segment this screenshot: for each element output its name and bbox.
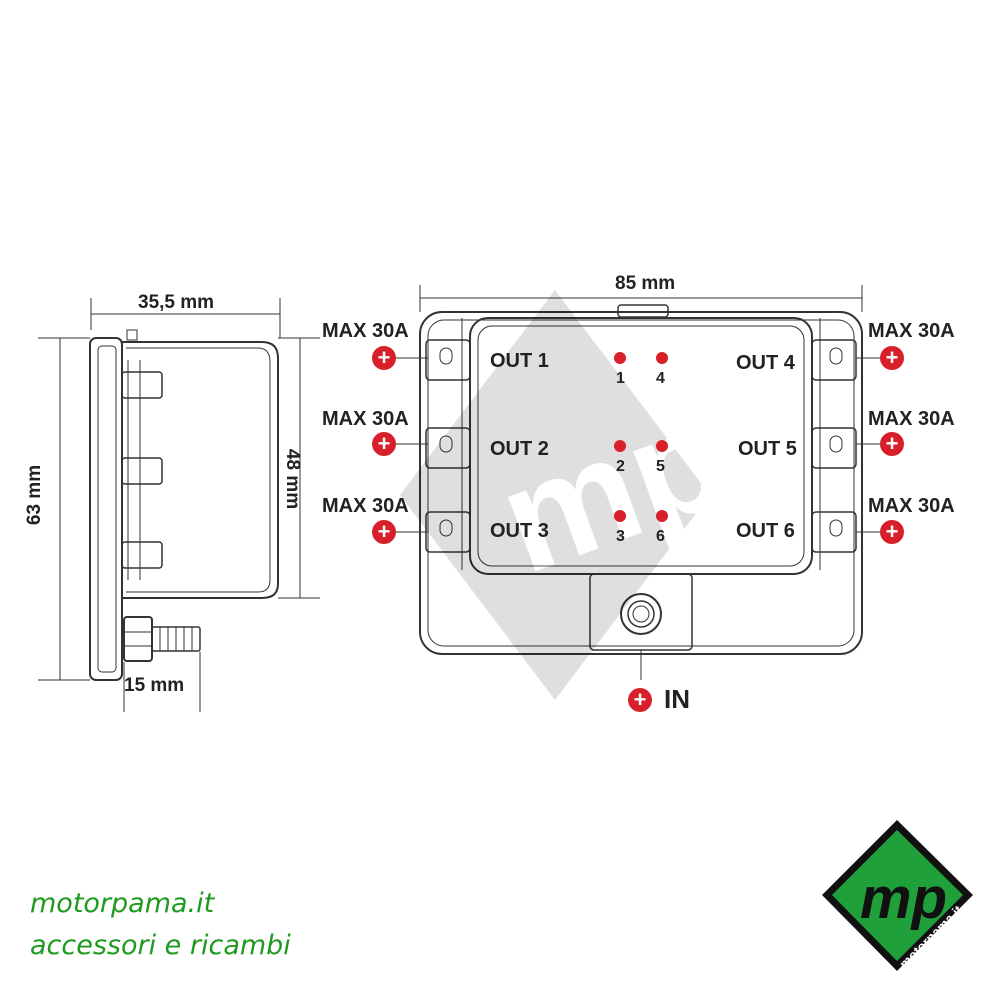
output-label-6: OUT 6	[736, 520, 795, 542]
body-height-dimension: 48 mm	[282, 448, 304, 510]
input-label: IN	[664, 684, 690, 714]
svg-text:mp: mp	[860, 866, 947, 931]
plus-icon: +	[372, 346, 396, 370]
plus-icon: +	[372, 432, 396, 456]
rating-label-out6: MAX 30A	[868, 495, 955, 517]
footer-tagline: accessori e ricambi	[30, 930, 291, 961]
depth-dimension: 35,5 mm	[138, 292, 215, 313]
fuse-number-3: 3	[616, 528, 625, 545]
plus-icon: +	[628, 688, 652, 712]
fuse-led-1	[614, 352, 626, 364]
fuse-number-5: 5	[656, 458, 665, 475]
output-label-1: OUT 1	[490, 350, 549, 372]
footer-site: motorpama.it	[30, 888, 215, 919]
front-view	[396, 285, 882, 680]
brand-logo: mp motorpama.it	[822, 820, 973, 971]
plus-icon: +	[880, 346, 904, 370]
plus-icon: +	[880, 432, 904, 456]
rating-label-out4: MAX 30A	[868, 320, 955, 342]
stud-length-dimension: 15 mm	[124, 675, 185, 696]
rating-label-out3: MAX 30A	[322, 495, 409, 517]
fuse-number-1: 1	[616, 370, 625, 387]
rating-label-out1: MAX 30A	[322, 320, 409, 342]
fuse-led-4	[656, 352, 668, 364]
fuse-number-4: 4	[656, 370, 665, 387]
fuse-number-2: 2	[616, 458, 625, 475]
output-label-3: OUT 3	[490, 520, 549, 542]
fuse-led-5	[656, 440, 668, 452]
rating-label-out5: MAX 30A	[868, 408, 955, 430]
fuse-led-6	[656, 510, 668, 522]
output-label-4: OUT 4	[736, 352, 795, 374]
output-label-2: OUT 2	[490, 438, 549, 460]
watermark-logo: mp	[400, 290, 710, 700]
fuse-number-6: 6	[656, 528, 665, 545]
side-view	[38, 298, 320, 712]
plus-icon: +	[372, 520, 396, 544]
width-dimension: 85 mm	[615, 273, 676, 294]
output-label-5: OUT 5	[738, 438, 797, 460]
fuse-led-2	[614, 440, 626, 452]
fuse-led-3	[614, 510, 626, 522]
rating-label-out2: MAX 30A	[322, 408, 409, 430]
plus-icon: +	[880, 520, 904, 544]
total-height-dimension: 63 mm	[24, 464, 46, 526]
